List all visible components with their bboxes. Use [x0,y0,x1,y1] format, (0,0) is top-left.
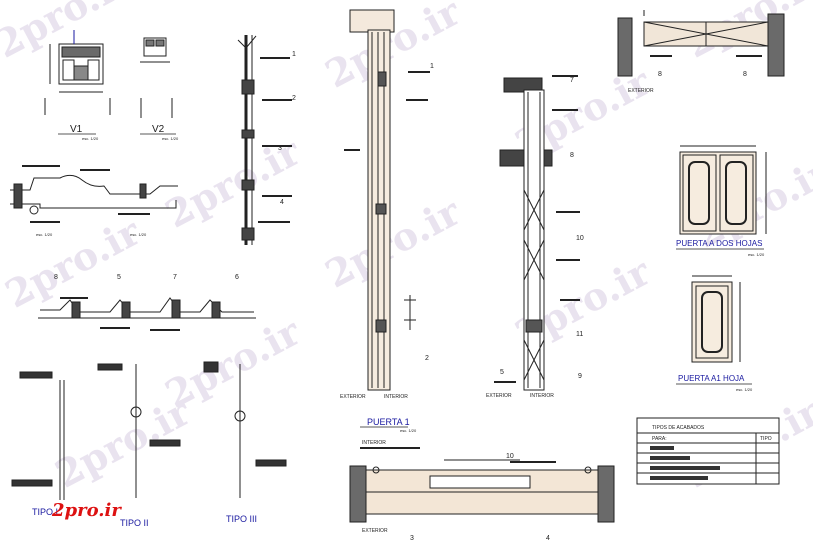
door-center-interior-label: INTERIOR [530,393,554,399]
section-number-10: 10 [576,235,584,242]
door-one-leaf-title: PUERTA A1 HOJA [678,374,745,383]
profile-detail-scale: esc. 1/20 [130,232,147,237]
door-1-scale: esc. 1/20 [400,428,417,433]
tipo-details [11,361,287,500]
tipo-label-2: TIPO II [120,518,149,528]
section-number-8: 8 [54,274,58,281]
finishes-table-col2: TIPO [760,436,772,442]
logo-text: 2pro.ir [51,500,122,521]
horizontal-section-strip [38,297,256,331]
section-number-11: 11 [576,331,583,338]
window-elevation-v1 [44,30,111,115]
watermark-text: 2pro.ir [0,208,148,316]
section-number-7: 7 [173,274,177,281]
door-center-section [494,75,580,391]
watermark-text: 2pro.ir [158,128,308,236]
door-plan-bottom [349,447,615,523]
profile-detail-scale: esc. 1/20 [36,232,53,237]
profile-detail-horizontal [10,165,178,223]
finishes-table-col1: PARA: [652,436,667,442]
door-one-leaf-elevation [691,275,741,363]
section-number-9: 9 [578,373,582,380]
section-number-5: 5 [117,274,121,281]
section-number-8: 8 [570,152,574,159]
door-top-exterior-label: EXTERIOR [628,88,654,94]
door-1-title: PUERTA 1 [367,417,410,427]
section-number-1: 1 [430,63,434,70]
door-two-leaves-elevation [679,145,767,235]
door-1-exterior-label: EXTERIOR [340,394,366,400]
view-scale-v2: esc. 1/20 [162,136,179,141]
section-number-8: 8 [658,71,662,78]
section-number-10: 10 [506,453,514,460]
section-number-2: 2 [292,95,296,102]
door-one-leaf-scale: esc. 1/20 [736,387,753,392]
plan-bottom-interior-label: INTERIOR [362,440,386,446]
plan-bottom-exterior-label: EXTERIOR [362,528,388,534]
section-number-2: 2 [425,355,429,362]
view-scale-v1: esc. 1/20 [82,136,99,141]
section-number-4: 4 [280,199,284,206]
section-number-3: 3 [278,145,282,152]
door-two-leaves-scale: esc. 1/20 [748,252,765,257]
vertical-section-details [237,35,292,245]
watermark-text: 2pro.ir [318,188,468,296]
door-two-leaves-title: PUERTA A DOS HOJAS [676,239,762,248]
section-number-3: 3 [410,535,414,542]
tipo-label-1: TIPO I [32,507,58,517]
section-number-8: 8 [743,71,747,78]
view-label-v2: V2 [152,124,165,135]
door-center-exterior-label: EXTERIOR [486,393,512,399]
section-number-6: 6 [235,274,239,281]
finishes-table-title: TIPOS DE ACABADOS [652,425,705,431]
door-1-section [344,9,430,391]
tipo-label-3: TIPO III [226,514,257,524]
section-number-4: 4 [546,535,550,542]
finishes-table [636,417,780,485]
section-number-7: 7 [570,77,574,84]
section-number-5: 5 [500,369,504,376]
door-1-interior-label: INTERIOR [384,394,408,400]
section-number-1: 1 [292,51,296,58]
view-label-v1: V1 [70,124,83,135]
door-plan-top [617,10,785,77]
window-elevation-v2 [140,37,173,118]
